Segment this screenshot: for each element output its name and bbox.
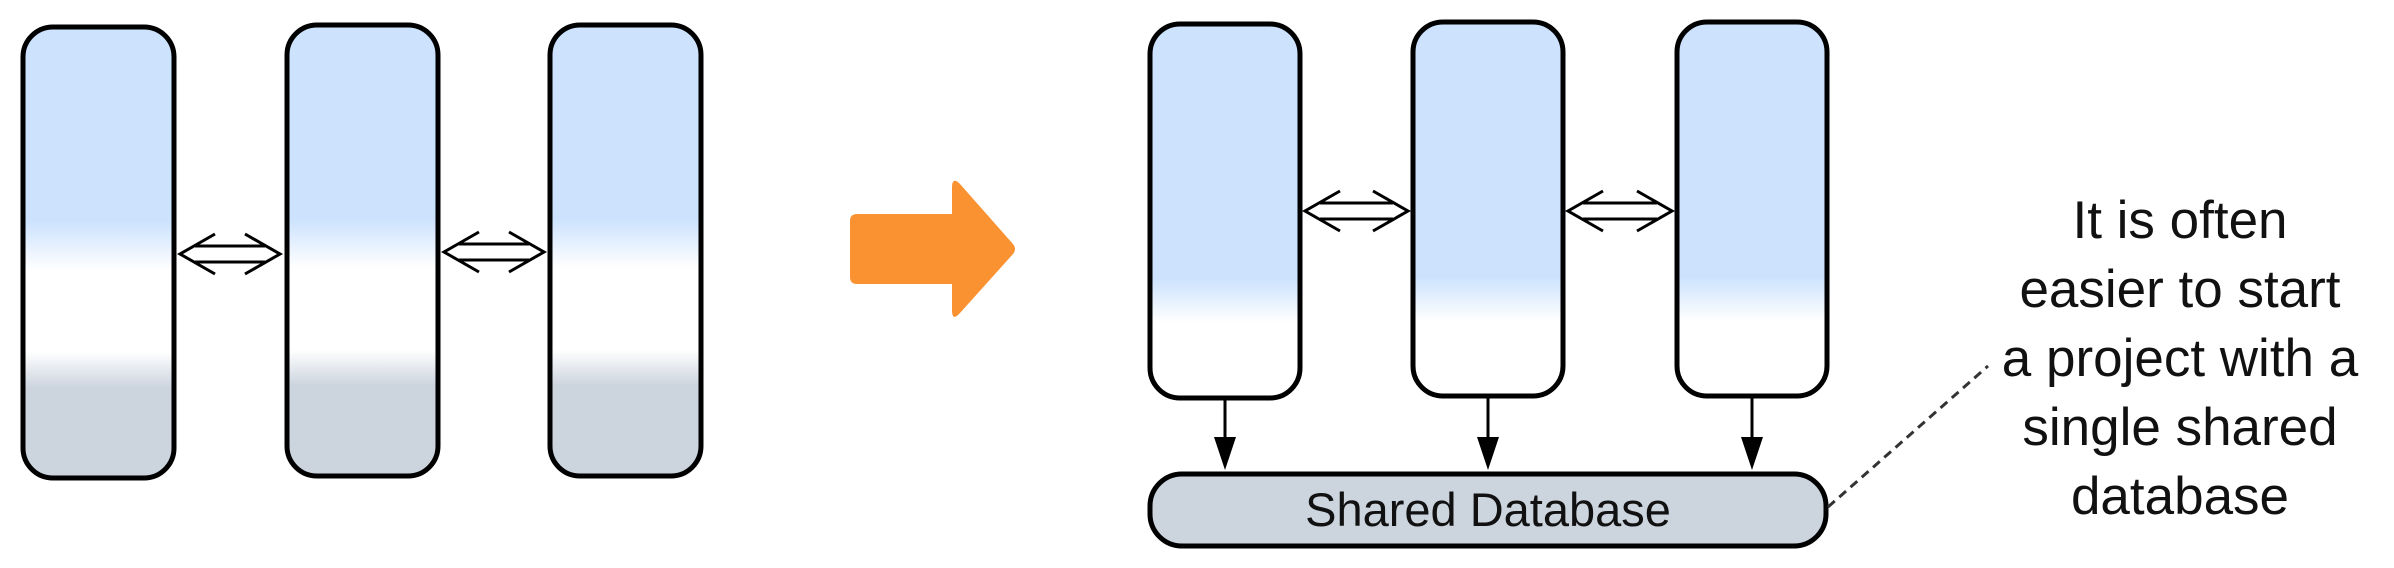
service-box bbox=[1410, 19, 1566, 399]
shared-database bbox=[1147, 471, 1829, 549]
annotation-note: It is often easier to start a project wi… bbox=[2002, 191, 2359, 526]
service-box bbox=[1147, 21, 1303, 401]
note-line: It is often bbox=[2072, 191, 2287, 250]
annotation-leader-line bbox=[1827, 364, 1989, 509]
service-box bbox=[20, 24, 177, 481]
bidirectional-arrow-icon bbox=[1564, 189, 1676, 233]
down-arrow-icon bbox=[1214, 400, 1236, 470]
down-arrow-icon bbox=[1741, 398, 1763, 470]
right-architecture: Shared Database bbox=[1147, 19, 1830, 549]
bidirectional-arrow-icon bbox=[440, 230, 548, 274]
bidirectional-arrow-icon bbox=[176, 232, 284, 276]
down-arrow-icon bbox=[1477, 398, 1499, 470]
service-box bbox=[547, 22, 704, 479]
bidirectional-arrow-icon bbox=[1301, 189, 1412, 233]
service-box bbox=[1674, 19, 1830, 399]
note-line: single shared bbox=[2022, 398, 2337, 457]
transition-arrow-icon bbox=[850, 180, 1015, 317]
note-line: a project with a bbox=[2002, 329, 2359, 388]
note-line: easier to start bbox=[2019, 260, 2340, 319]
note-line: database bbox=[2071, 467, 2289, 526]
left-architecture bbox=[20, 22, 704, 481]
shared-database-label: Shared Database bbox=[1305, 483, 1671, 536]
service-box bbox=[284, 22, 441, 479]
